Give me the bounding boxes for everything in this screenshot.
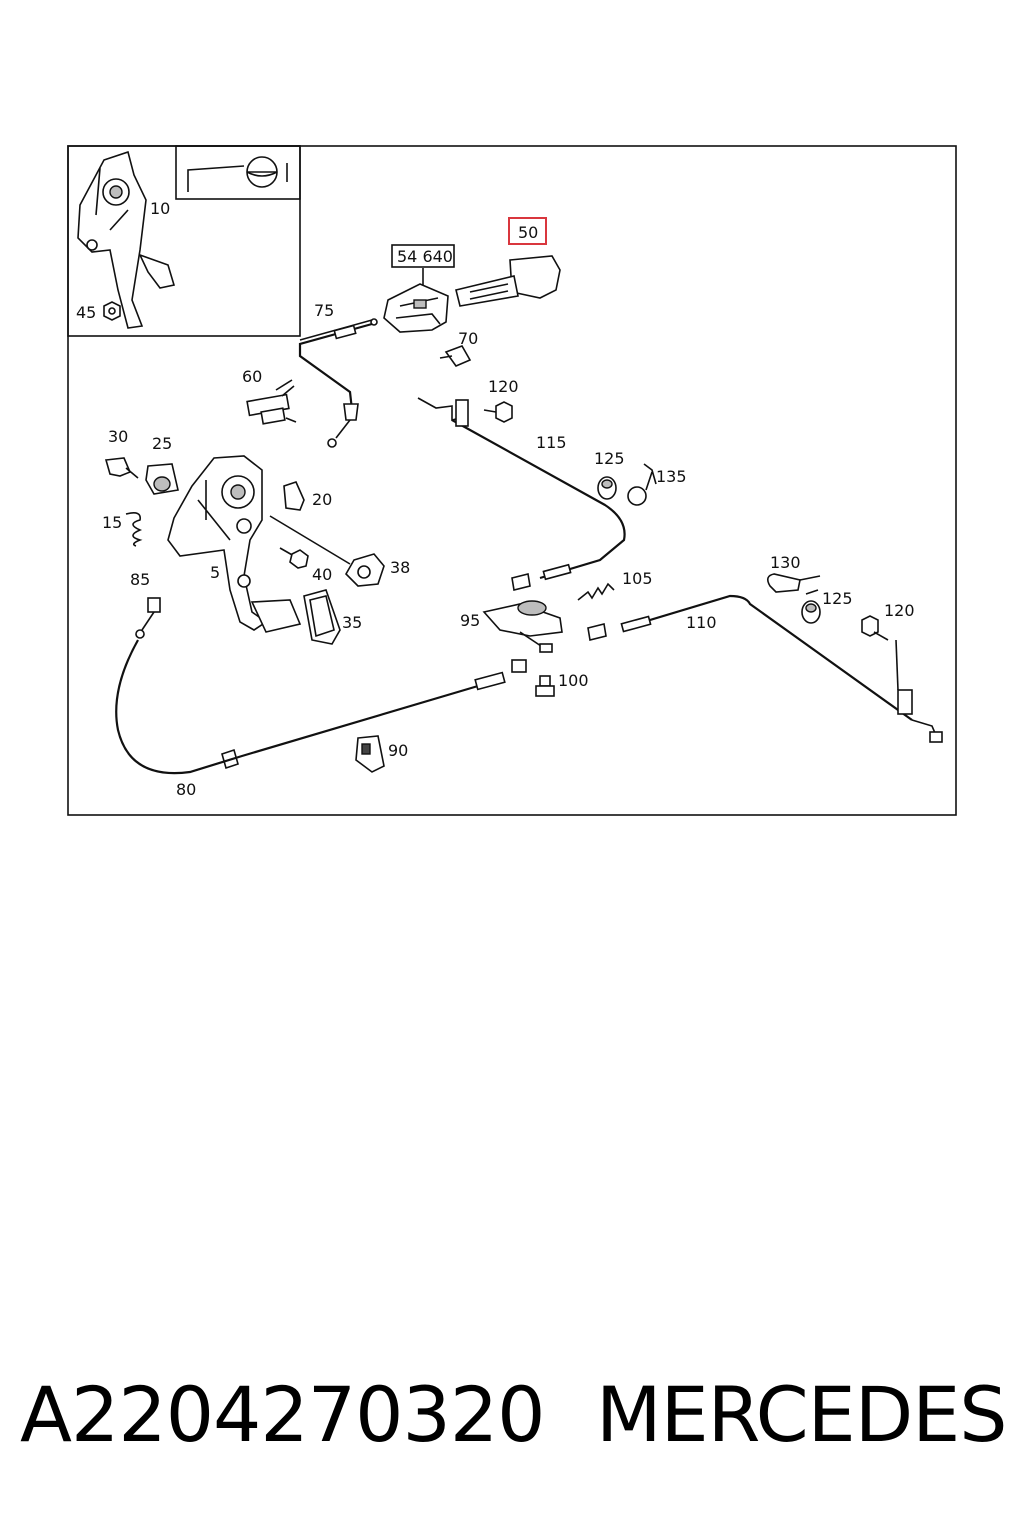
highlight-box-50 — [508, 217, 547, 245]
release-cable-75-drawing — [298, 318, 378, 448]
callout-45: 45 — [76, 303, 96, 322]
callout-25: 25 — [152, 434, 172, 453]
left-hand-drive-icon — [187, 156, 288, 192]
callout-80: 80 — [176, 780, 196, 799]
bearing-25-drawing — [145, 463, 179, 495]
clip-135-drawing — [627, 463, 657, 506]
callout-35: 35 — [342, 613, 362, 632]
grommet-125b-drawing — [801, 600, 821, 624]
callout-75: 75 — [314, 301, 334, 320]
grommet-125a-drawing — [597, 476, 617, 500]
equalizer-95-drawing — [482, 600, 563, 653]
footer: A2204270320 MERCEDES — [0, 1370, 1024, 1480]
switch-60-drawing — [246, 379, 297, 425]
bolt-40-drawing — [279, 547, 309, 569]
callout-105: 105 — [622, 569, 653, 588]
callout-100: 100 — [558, 671, 589, 690]
clip-90-drawing — [355, 735, 385, 773]
callout-20: 20 — [312, 490, 332, 509]
bracket-54640-drawing — [383, 283, 449, 333]
callout-5: 5 — [210, 563, 220, 582]
callout-90: 90 — [388, 741, 408, 760]
callout-115: 115 — [536, 433, 567, 452]
callout-10: 10 — [150, 199, 170, 218]
callout-30: 30 — [108, 427, 128, 446]
pedal-assembly-5-drawing — [167, 455, 302, 633]
callout-110: 110 — [686, 613, 717, 632]
diagram-frame — [67, 145, 957, 816]
spring-15-drawing — [125, 512, 143, 547]
bushing-30-drawing — [104, 457, 139, 479]
nipple-100-drawing — [535, 675, 555, 697]
callout-box-54640 — [391, 244, 455, 268]
callout-125a: 125 — [594, 449, 625, 468]
release-handle-50-drawing — [455, 255, 561, 307]
clip-38-drawing — [345, 553, 385, 587]
callout-130: 130 — [770, 553, 801, 572]
callout-125b: 125 — [822, 589, 853, 608]
callout-120b: 120 — [884, 601, 915, 620]
callout-135: 135 — [656, 467, 687, 486]
brake-cable-110-drawing — [587, 594, 943, 743]
pedal-pad-35-drawing — [303, 589, 341, 645]
brake-cable-115-drawing — [417, 397, 626, 591]
callout-50: 50 — [518, 223, 538, 242]
callout-54640: 54 640 — [397, 247, 453, 266]
callout-38: 38 — [390, 558, 410, 577]
leader-38 — [269, 515, 351, 565]
brand-name: MERCEDES — [596, 1370, 1007, 1459]
pedal-assembly-10-drawing — [77, 150, 176, 329]
nut-45-drawing — [103, 301, 121, 321]
clip-130-drawing — [766, 573, 821, 595]
callout-60: 60 — [242, 367, 262, 386]
callout-70: 70 — [458, 329, 478, 348]
bolt-120b-drawing — [861, 615, 899, 691]
callout-40: 40 — [312, 565, 332, 584]
steering-symbol-frame — [175, 145, 301, 200]
cable-80-drawing — [115, 639, 527, 775]
callout-95: 95 — [460, 611, 480, 630]
bolt-120a-drawing — [483, 401, 513, 423]
callout-15: 15 — [102, 513, 122, 532]
callout-85: 85 — [130, 570, 150, 589]
callout-120a: 120 — [488, 377, 519, 396]
spring-105-drawing — [577, 582, 615, 601]
end-85-drawing — [135, 597, 161, 639]
stop-20-drawing — [283, 481, 305, 511]
part-number: A2204270320 — [20, 1370, 546, 1459]
screw-70-drawing — [439, 345, 472, 367]
